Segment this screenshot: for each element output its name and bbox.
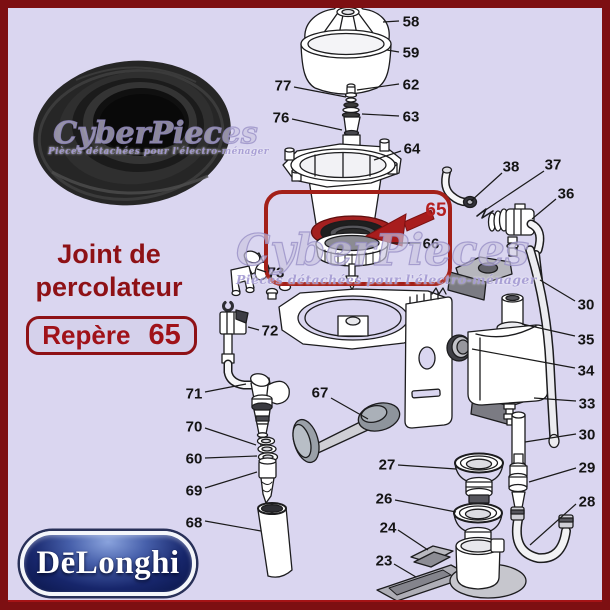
svg-text:65: 65 xyxy=(425,200,447,221)
svg-text:29: 29 xyxy=(579,460,596,477)
part-toothed-cup-66 xyxy=(315,232,389,291)
part-label-77: 77 xyxy=(275,78,347,98)
part-label-76: 76 xyxy=(273,110,343,131)
part-label-36: 36 xyxy=(531,186,575,220)
delonghi-logo-text: DēLonghi xyxy=(36,545,180,581)
product-title: Joint de percolateur xyxy=(18,238,200,304)
svg-text:30: 30 xyxy=(579,427,596,444)
svg-text:60: 60 xyxy=(186,451,203,468)
gasket-photo xyxy=(33,60,231,206)
svg-text:33: 33 xyxy=(579,396,596,413)
part-label-38: 38 xyxy=(470,159,520,202)
part-label-24: 24 xyxy=(380,520,429,551)
svg-text:76: 76 xyxy=(273,110,290,127)
part-label-62: 62 xyxy=(356,77,420,94)
part-label-58: 58 xyxy=(382,14,420,31)
svg-text:38: 38 xyxy=(503,159,520,176)
svg-text:70: 70 xyxy=(186,419,203,436)
svg-text:67: 67 xyxy=(312,385,329,402)
svg-text:69: 69 xyxy=(186,483,203,500)
svg-text:68: 68 xyxy=(186,515,203,532)
part-label-35: 35 xyxy=(521,323,595,349)
part-dumbbell-67 xyxy=(292,402,401,464)
svg-text:35: 35 xyxy=(578,332,595,349)
reference-label: Repère xyxy=(42,320,131,350)
part-label-63: 63 xyxy=(361,109,420,126)
part-label-69: 69 xyxy=(186,471,258,500)
part-handle-23 xyxy=(376,536,527,600)
part-label-28: 28 xyxy=(529,494,596,546)
svg-text:27: 27 xyxy=(379,457,396,474)
highlight-arrow-icon xyxy=(364,209,435,247)
svg-text:77: 77 xyxy=(275,78,292,95)
svg-text:37: 37 xyxy=(545,157,562,174)
part-holder-upper xyxy=(447,256,513,301)
reference-number: 65 xyxy=(148,319,181,351)
svg-text:63: 63 xyxy=(403,109,420,126)
reference-badge: Repère 65 xyxy=(26,316,197,355)
part-label-37: 37 xyxy=(480,157,562,214)
svg-text:71: 71 xyxy=(186,386,203,403)
part-labels: 58 59 62 77 63 76 64 38 37 36 65 66 73 30 72 35 34 67 71 33… xyxy=(186,14,596,578)
part-label-73: 73 xyxy=(256,265,285,282)
part-knob-34 xyxy=(446,334,472,362)
svg-text:23: 23 xyxy=(376,553,393,570)
part-label-23: 23 xyxy=(376,553,417,578)
svg-text:58: 58 xyxy=(403,14,420,31)
part-label-71: 71 xyxy=(186,383,247,403)
part-vertical-plate xyxy=(404,291,453,429)
part-label-64: 64 xyxy=(373,141,421,161)
part-label-67: 67 xyxy=(312,385,369,420)
part-label-59: 59 xyxy=(386,45,420,62)
part-boiler-35 xyxy=(467,293,549,426)
part-auger-69 xyxy=(258,457,277,509)
part-label-27: 27 xyxy=(379,457,457,474)
svg-text:26: 26 xyxy=(376,491,393,508)
card-background: 58 59 62 77 63 76 64 38 37 36 65 66 73 30 72 35 34 67 71 33… xyxy=(8,8,602,600)
svg-text:36: 36 xyxy=(558,186,575,203)
part-boiler-top-59 xyxy=(300,29,392,95)
part-funnel-27 xyxy=(454,452,504,504)
part-clip-24 xyxy=(410,545,454,568)
part-label-72: 72 xyxy=(247,323,279,340)
svg-text:66: 66 xyxy=(423,236,440,253)
svg-text:62: 62 xyxy=(403,77,420,94)
svg-text:34: 34 xyxy=(578,363,595,380)
part-fitting-72 xyxy=(219,300,249,364)
svg-text:73: 73 xyxy=(268,265,285,282)
svg-text:30: 30 xyxy=(578,297,595,314)
part-label-66: 66 xyxy=(391,236,439,253)
exploded-parts-diagram: 58 59 62 77 63 76 64 38 37 36 65 66 73 30 72 35 34 67 71 33… xyxy=(33,8,596,600)
part-hose-28 xyxy=(510,506,574,564)
part-label-30: 30 xyxy=(539,279,595,314)
delonghi-logo: DēLonghi xyxy=(20,531,196,596)
part-label-60: 60 xyxy=(186,451,258,468)
part-label-26: 26 xyxy=(376,491,457,513)
part-label-68: 68 xyxy=(186,515,262,532)
part-label-30: 30 xyxy=(524,427,596,444)
part-label-34: 34 xyxy=(471,348,595,380)
highlight-box xyxy=(264,190,452,286)
part-tube-68 xyxy=(257,502,293,578)
part-connector-29 xyxy=(508,453,528,516)
svg-text:28: 28 xyxy=(579,494,596,511)
part-label-65: 65 xyxy=(425,200,447,221)
svg-text:24: 24 xyxy=(380,520,397,537)
product-title-line2: percolateur xyxy=(35,272,183,302)
part-label-33: 33 xyxy=(533,396,596,413)
product-title-line1: Joint de xyxy=(57,239,161,269)
part-label-70: 70 xyxy=(186,419,257,446)
svg-text:64: 64 xyxy=(404,141,421,158)
part-label-29: 29 xyxy=(528,460,596,483)
svg-text:72: 72 xyxy=(262,323,279,340)
svg-text:59: 59 xyxy=(403,45,420,62)
